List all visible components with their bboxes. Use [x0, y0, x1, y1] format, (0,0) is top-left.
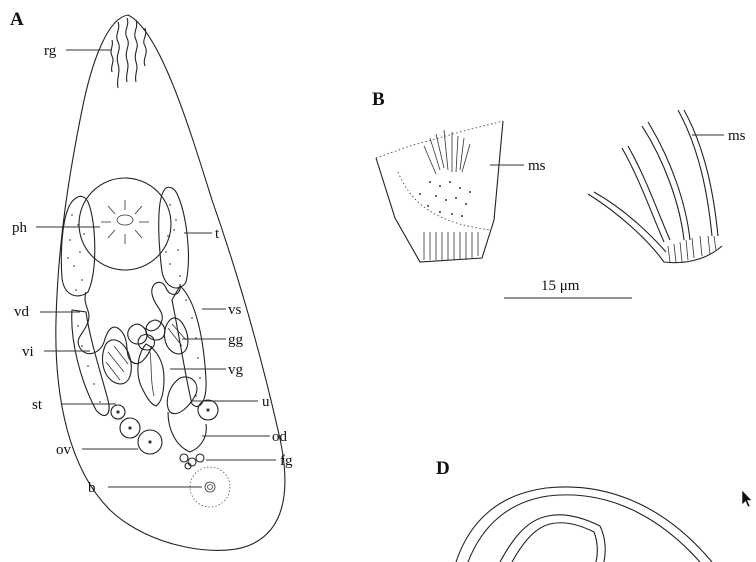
right-fringe	[667, 235, 717, 263]
label-vd: vd	[14, 304, 30, 320]
ovary	[110, 399, 219, 455]
label-b: b	[88, 480, 96, 496]
seminal-vesicle-right	[163, 317, 189, 355]
vitellaria-right	[171, 285, 207, 407]
rhabdite-glands	[110, 17, 147, 89]
label-od: od	[272, 429, 288, 445]
panel-d: D	[436, 458, 713, 562]
left-hair-tuft	[423, 129, 471, 175]
label-vi: vi	[22, 344, 34, 360]
granular-glands	[127, 319, 166, 351]
mouse-pointer-icon	[741, 489, 753, 508]
vitellaria-left	[71, 309, 110, 416]
vagina	[137, 343, 165, 407]
scale-bar-label: 15 μm	[541, 278, 580, 294]
bursa-core	[204, 481, 216, 493]
female-glands	[179, 453, 205, 470]
vagina-lumen	[149, 351, 155, 397]
panel-a: A rg ph	[10, 9, 293, 551]
label-vg: vg	[228, 362, 244, 378]
label-fg: fg	[280, 453, 293, 469]
vesicle-hatching	[105, 323, 187, 381]
panel-d-inner-inner	[511, 522, 598, 562]
label-u: u	[262, 394, 270, 410]
testis-stipple	[67, 204, 181, 291]
bursa	[189, 466, 231, 508]
dotted-margin	[375, 120, 504, 159]
panel-b: B ms	[372, 89, 746, 299]
label-gg: gg	[228, 332, 244, 348]
uterus	[166, 376, 198, 414]
label-vs: vs	[228, 302, 242, 318]
label-ms-right: ms	[728, 128, 746, 144]
panel-b-letter: B	[372, 89, 385, 110]
panel-d-outer-inner	[467, 494, 701, 562]
pharynx-radial-lines	[101, 200, 149, 244]
dotted-inner	[397, 171, 491, 231]
label-t: t	[215, 226, 220, 242]
label-rg: rg	[44, 43, 57, 59]
label-st: st	[32, 397, 43, 413]
left-dots	[419, 181, 471, 217]
seminal-vesicle-left	[102, 339, 132, 385]
panel-a-letter: A	[10, 9, 24, 30]
marginal-structure-right	[587, 109, 723, 264]
oviduct	[167, 411, 207, 453]
panel-d-letter: D	[436, 458, 450, 479]
panel-d-inner-outline	[499, 514, 606, 562]
testis-right	[158, 186, 189, 289]
marginal-structure-left-outline	[375, 120, 504, 263]
vitellaria-stipple	[77, 299, 201, 403]
label-ov: ov	[56, 442, 72, 458]
label-ms-left: ms	[528, 158, 546, 174]
panel-d-outer-outline	[455, 486, 713, 562]
vas-deferens-right	[145, 281, 181, 332]
label-ph: ph	[12, 220, 28, 236]
testis-left	[60, 195, 96, 297]
left-fringe	[423, 232, 479, 260]
pharynx	[78, 177, 172, 271]
body-outline	[55, 14, 286, 551]
